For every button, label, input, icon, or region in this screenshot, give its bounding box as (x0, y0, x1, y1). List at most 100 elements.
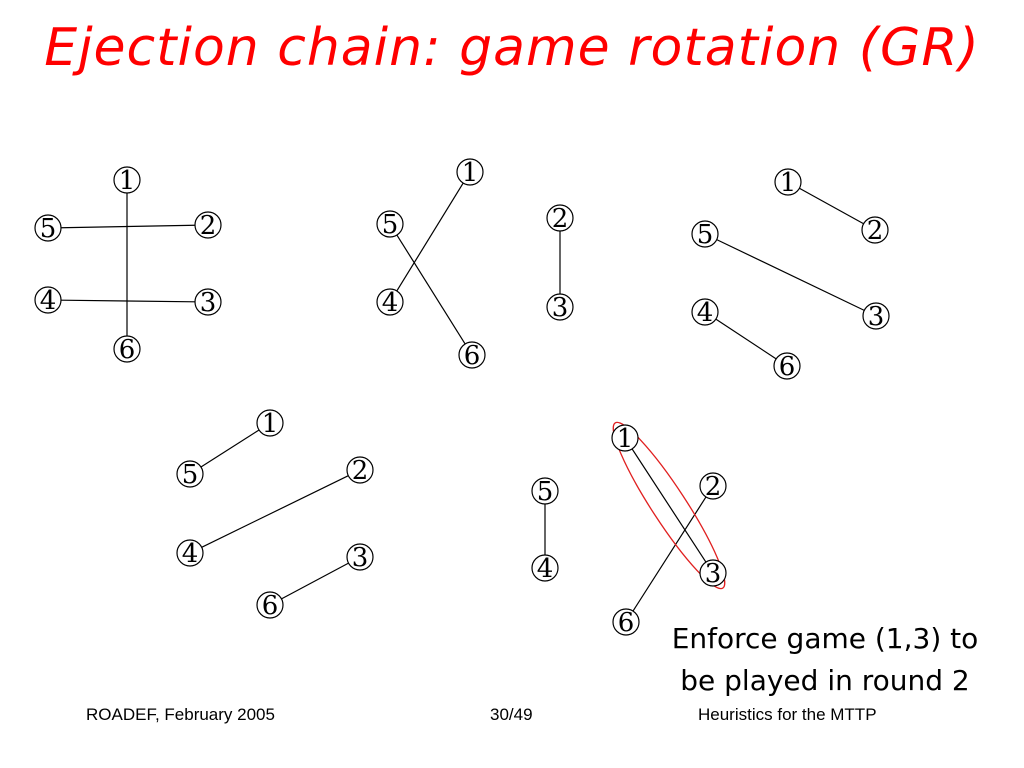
node-circle (256, 591, 284, 619)
node-circle (861, 216, 889, 244)
node-circle (113, 335, 141, 363)
node-label: 6 (119, 335, 136, 365)
edge-1-5 (200, 429, 260, 468)
node-1: 1 (113, 166, 141, 196)
node-label: 5 (382, 210, 399, 240)
node-5: 5 (34, 214, 62, 244)
graph-4: 1 2 3 4 5 6 (176, 409, 374, 621)
edge-5-6 (396, 234, 466, 345)
node-circle (194, 288, 222, 316)
node-label: 5 (182, 460, 199, 490)
node-6: 6 (256, 591, 284, 621)
node-4: 4 (376, 288, 404, 318)
node-label: 6 (618, 608, 635, 638)
node-1: 1 (256, 409, 284, 439)
highlight-ellipse (612, 421, 726, 590)
graph-3: 1 2 3 4 5 6 (691, 168, 890, 382)
node-6: 6 (612, 608, 640, 638)
node-3: 3 (862, 302, 890, 332)
node-6: 6 (458, 341, 486, 371)
edge-2-6 (632, 496, 707, 612)
node-circle (546, 204, 574, 232)
node-5: 5 (376, 210, 404, 240)
edge-5-3 (716, 239, 865, 311)
node-circle (862, 302, 890, 330)
node-circle (773, 352, 801, 380)
node-label: 1 (462, 158, 479, 188)
node-1: 1 (456, 158, 484, 188)
node-label: 6 (464, 341, 481, 371)
node-circle (546, 293, 574, 321)
node-4: 4 (34, 286, 62, 316)
node-label: 5 (40, 214, 57, 244)
node-label: 2 (352, 456, 369, 486)
caption-line-2: be played in round 2 (680, 664, 970, 697)
node-circle (346, 543, 374, 571)
node-label: 4 (40, 286, 57, 316)
node-circle (456, 158, 484, 186)
node-label: 3 (868, 302, 885, 332)
node-label: 1 (262, 409, 279, 439)
edge-1-3 (631, 448, 707, 563)
node-label: 1 (780, 168, 797, 198)
node-circle (774, 168, 802, 196)
node-3: 3 (546, 293, 574, 323)
footer-page-number: 30/49 (490, 705, 533, 724)
node-label: 3 (552, 293, 569, 323)
node-4: 4 (176, 539, 204, 569)
node-2: 2 (861, 216, 889, 246)
node-label: 1 (119, 166, 136, 196)
node-circle (699, 559, 727, 587)
node-label: 4 (697, 298, 714, 328)
node-circle (458, 341, 486, 369)
graph-2: 1 2 3 4 5 6 (376, 158, 574, 371)
node-circle (531, 554, 559, 582)
node-circle (376, 288, 404, 316)
node-circle (699, 472, 727, 500)
node-label: 4 (182, 539, 199, 569)
node-circle (691, 220, 719, 248)
node-label: 5 (537, 477, 554, 507)
footer-left: ROADEF, February 2005 (86, 705, 275, 724)
edge-4-6 (715, 318, 777, 360)
node-3: 3 (194, 288, 222, 318)
graph-5: 1 2 3 4 5 6 (531, 421, 727, 638)
node-circle (34, 214, 62, 242)
node-circle (176, 539, 204, 567)
node-label: 2 (867, 216, 884, 246)
node-label: 2 (200, 211, 217, 241)
node-6: 6 (773, 352, 801, 382)
node-label: 4 (382, 288, 399, 318)
node-circle (691, 298, 719, 326)
node-2: 2 (194, 211, 222, 241)
edge-1-2 (799, 187, 864, 225)
caption: Enforce game (1,3) to be played in round… (640, 618, 1010, 702)
node-circle (376, 210, 404, 238)
node-label: 3 (705, 559, 722, 589)
edge-2-4 (201, 475, 349, 548)
node-circle (531, 477, 559, 505)
node-2: 2 (546, 204, 574, 234)
node-3: 3 (346, 543, 374, 573)
slide-title: Ejection chain: game rotation (GR) (44, 18, 980, 78)
node-label: 6 (779, 352, 796, 382)
node-label: 2 (552, 204, 569, 234)
node-6: 6 (113, 335, 141, 365)
node-label: 2 (705, 472, 722, 502)
edge-3-6 (281, 562, 349, 600)
edge-5-2 (60, 224, 196, 229)
node-label: 5 (697, 220, 714, 250)
node-5: 5 (531, 477, 559, 507)
node-1: 1 (774, 168, 802, 198)
node-circle (34, 286, 62, 314)
node-circle (256, 409, 284, 437)
graph-1: 1 2 3 4 5 6 (34, 166, 222, 365)
edge-1-4 (396, 182, 464, 292)
node-4: 4 (691, 298, 719, 328)
node-5: 5 (176, 460, 204, 490)
node-1: 1 (611, 424, 639, 454)
node-4: 4 (531, 554, 559, 584)
node-2: 2 (699, 472, 727, 502)
node-circle (194, 211, 222, 239)
